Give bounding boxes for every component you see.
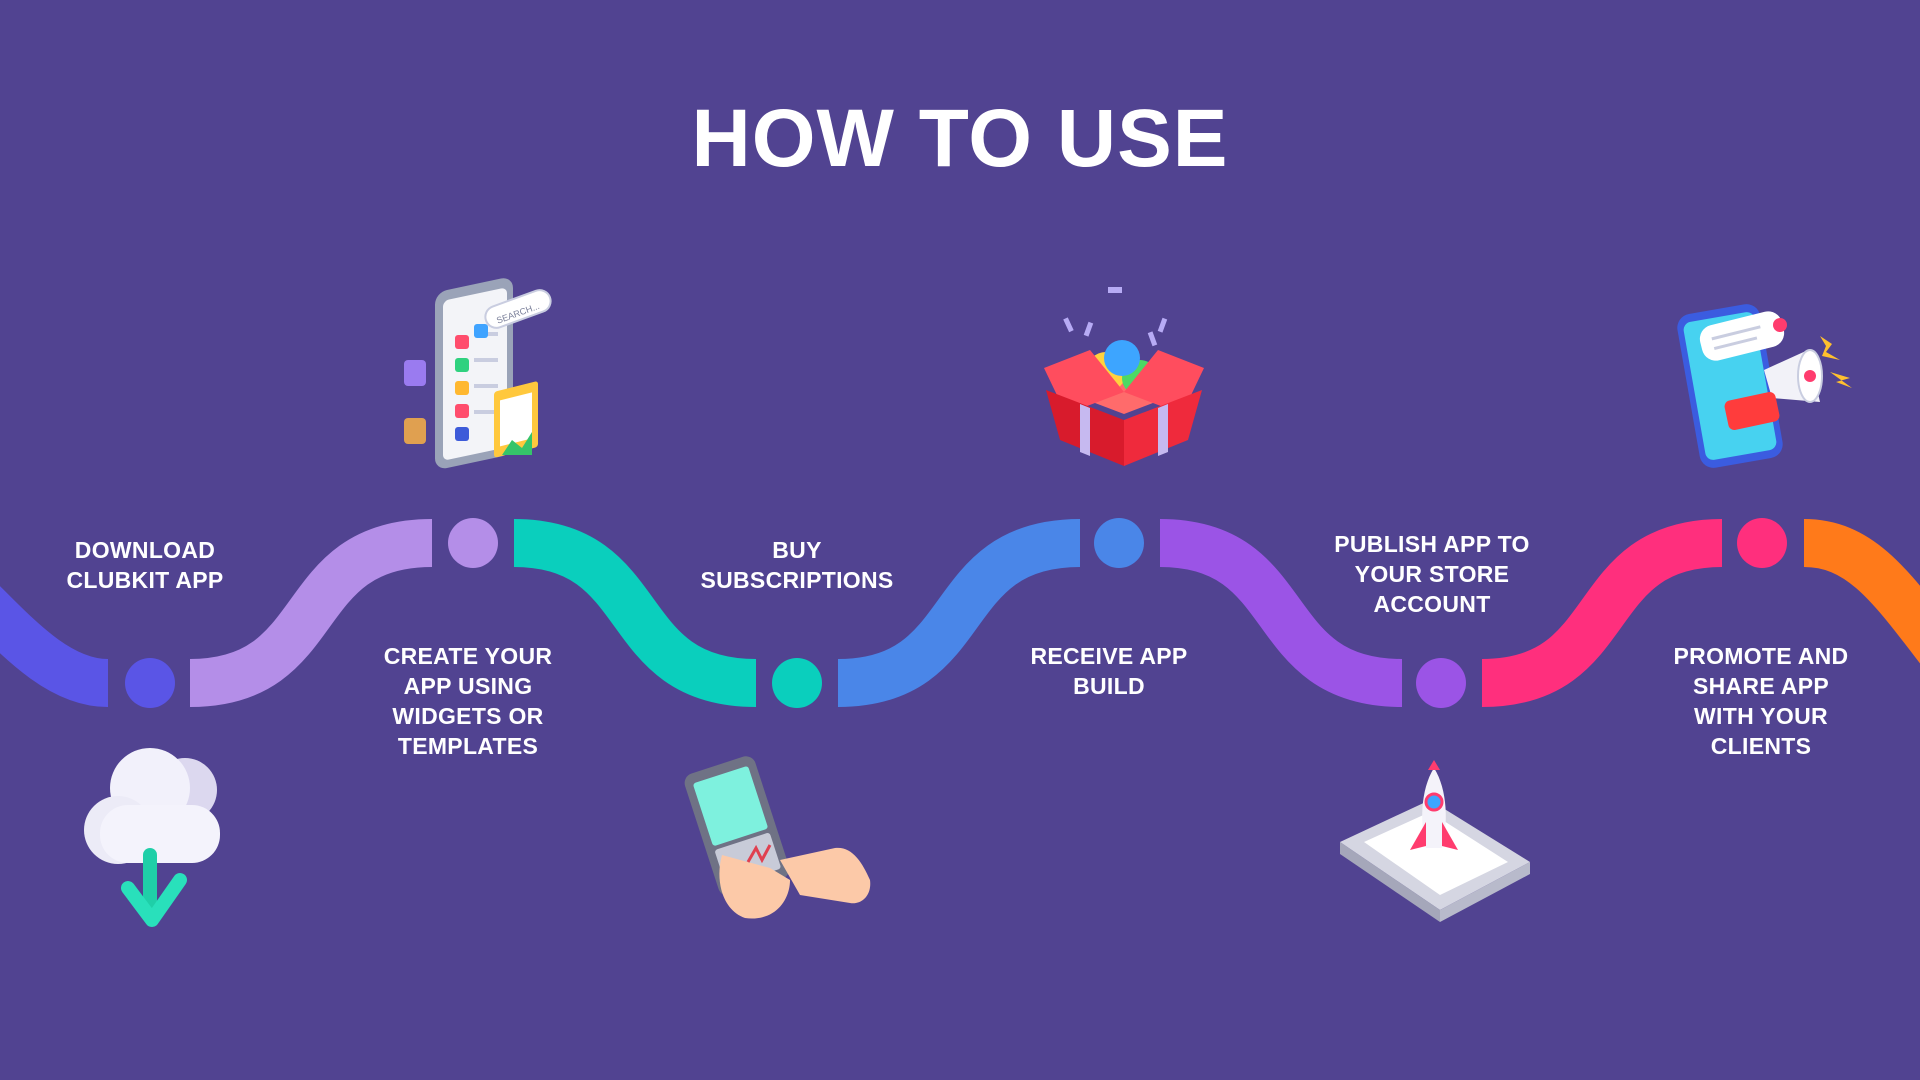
step-5-label: PUBLISH APP TO YOUR STORE ACCOUNT [1302,529,1562,619]
step-4-label-line: RECEIVE APP [1030,643,1188,669]
step-2-label-line: APP USING [403,673,533,699]
step-3-label: BUY SUBSCRIPTIONS [667,535,927,595]
step-node-1 [125,658,175,708]
timeline-segment-3 [837,519,1081,707]
step-6-label-line: WITH YOUR [1694,703,1828,729]
cloud-download-icon [84,748,220,927]
step-2-label-line: TEMPLATES [397,733,539,759]
step-node-3 [772,658,822,708]
megaphone-phone-icon [1677,304,1852,468]
phone-widgets-icon: SEARCH... [404,278,552,469]
step-6-label-line: CLIENTS [1710,733,1812,759]
step-node-5 [1416,658,1466,708]
timeline-segment-tail [1802,519,1920,664]
step-2-label-line: CREATE YOUR [383,643,553,669]
step-6-label-line: PROMOTE AND [1673,643,1849,669]
timeline-segment-5 [1481,519,1723,707]
timeline-segment-lead [0,586,110,707]
timeline-segment-1 [189,519,433,707]
step-node-6 [1737,518,1787,568]
phone-payment-icon [684,756,871,919]
step-node-2 [448,518,498,568]
step-6-label-line: SHARE APP [1692,673,1830,699]
rocket-launch-icon [1340,760,1530,922]
step-5-label-line: YOUR STORE [1354,561,1510,587]
step-3-label-line: BUY [772,537,822,563]
step-6-label: PROMOTE AND SHARE APP WITH YOUR CLIENTS [1631,641,1891,761]
page-title: HOW TO USE [691,93,1229,184]
step-3-label-line: SUBSCRIPTIONS [700,567,894,593]
step-4-label: RECEIVE APP BUILD [979,641,1239,701]
step-5-label-line: PUBLISH APP TO [1334,531,1530,557]
timeline-segment-4 [1159,519,1403,707]
step-1-label-line: CLUBKIT APP [66,567,224,593]
step-4-label-line: BUILD [1073,673,1145,699]
step-1-label-line: DOWNLOAD [74,537,216,563]
step-5-label-line: ACCOUNT [1373,591,1491,617]
step-1-label: DOWNLOAD CLUBKIT APP [15,535,275,595]
step-2-label: CREATE YOUR APP USING WIDGETS OR TEMPLATES [338,641,598,761]
step-2-label-line: WIDGETS OR [392,703,544,729]
gift-box-icon [1044,287,1204,466]
timeline-segment-2 [513,519,757,707]
step-node-4 [1094,518,1144,568]
